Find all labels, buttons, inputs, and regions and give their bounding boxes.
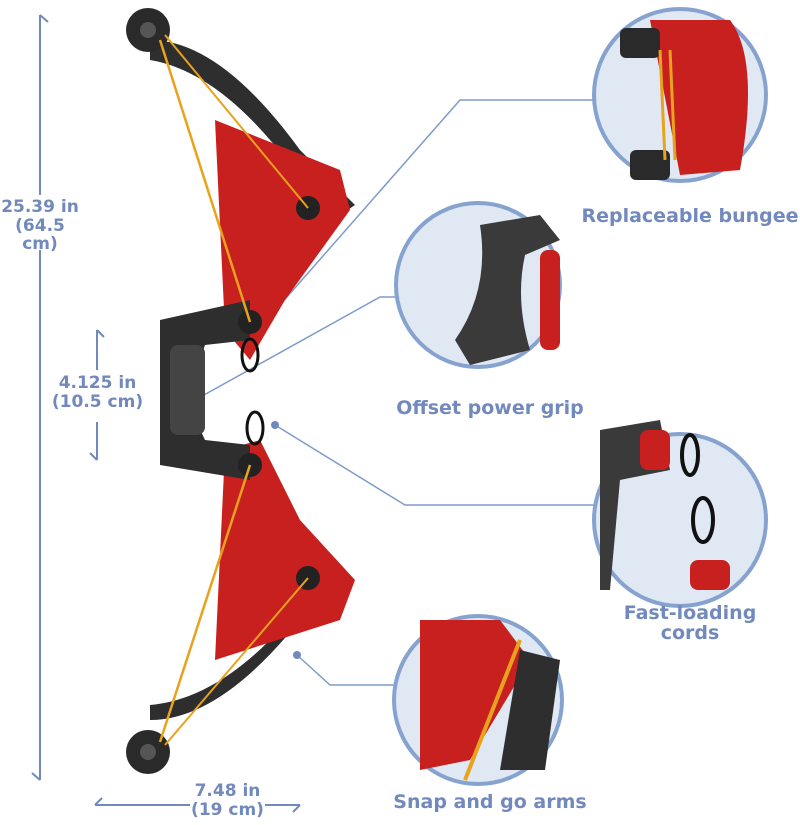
width-imperial: 7.48 in xyxy=(194,781,261,801)
bow xyxy=(126,8,355,774)
detail-arms xyxy=(392,614,564,786)
grip-imperial: 4.125 in xyxy=(58,373,137,393)
feature-label-bungee: Replaceable bungee xyxy=(581,205,799,227)
width-dimension-label: 7.48 in (19 cm) xyxy=(180,782,275,819)
detail-bungee xyxy=(592,7,768,183)
feature-label-cords: Fast-loading cords xyxy=(623,602,757,644)
feature-label-grip: Offset power grip xyxy=(396,397,584,419)
width-metric: (19 cm) xyxy=(191,799,264,820)
dimension-lines xyxy=(31,14,301,813)
height-dimension-label: 25.39 in (64.5 cm) xyxy=(0,198,80,254)
detail-cords xyxy=(592,420,768,608)
grip-dimension-label: 4.125 in (10.5 cm) xyxy=(50,374,145,411)
detail-grip xyxy=(394,201,562,369)
feature-label-arms: Snap and go arms xyxy=(393,791,587,813)
height-metric: (64.5 cm) xyxy=(15,215,65,255)
grip-metric: (10.5 cm) xyxy=(51,391,144,412)
height-imperial: 25.39 in xyxy=(1,197,79,217)
detail-circles xyxy=(392,7,768,786)
